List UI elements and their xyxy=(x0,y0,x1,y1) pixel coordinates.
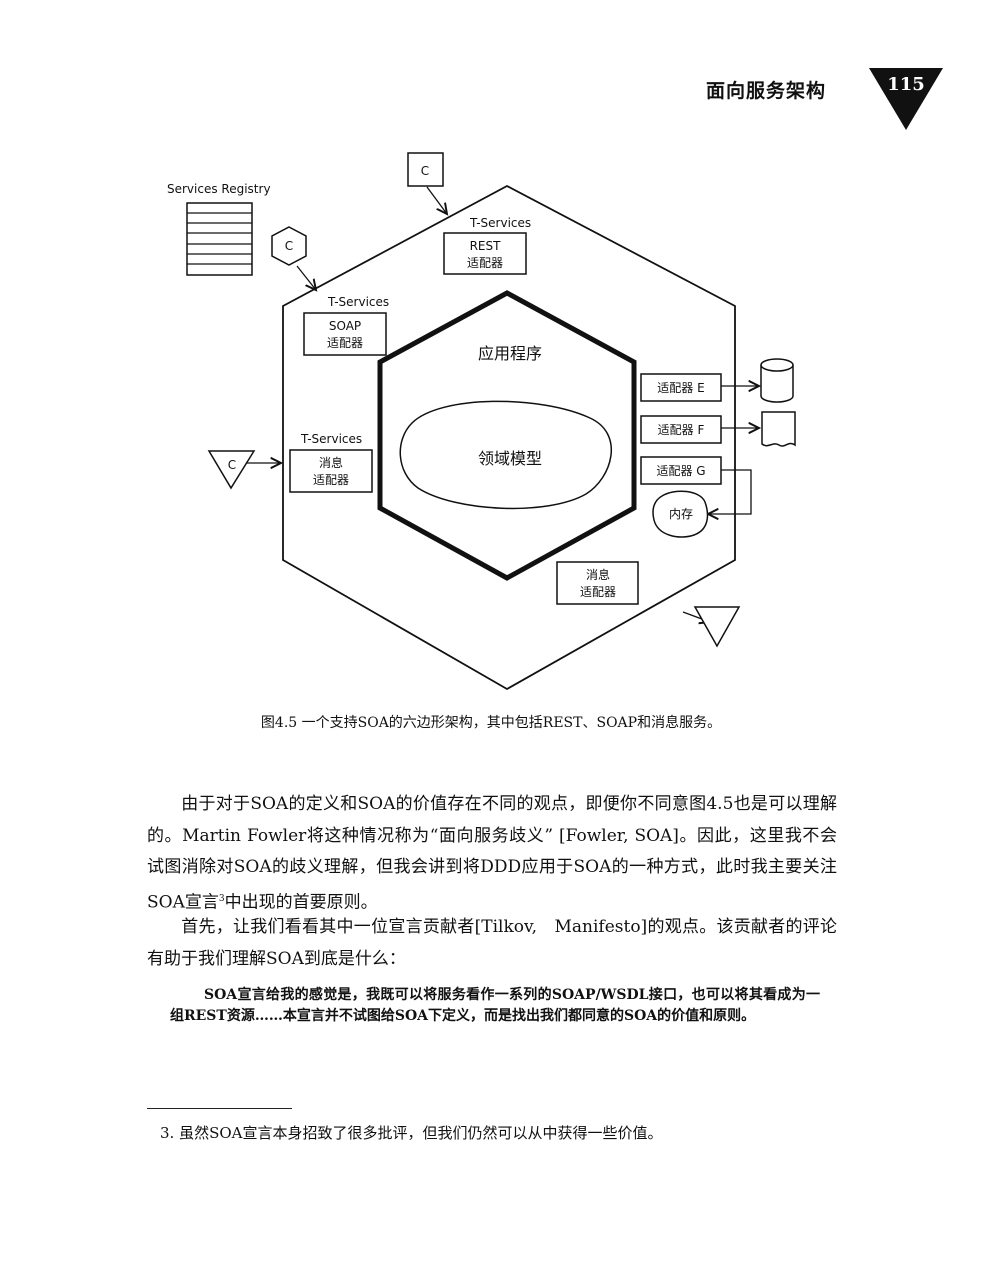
consumer-hexagon-arrow xyxy=(296,265,316,290)
footnote: 3. 虽然SOA宣言本身招致了很多批评，但我们仍然可以从中获得一些价值。 xyxy=(160,1124,663,1142)
message-adapter-box-right xyxy=(556,561,639,605)
outer-hexagon xyxy=(282,184,736,691)
page-badge xyxy=(869,68,943,130)
consumer-square-label: C xyxy=(421,164,429,178)
consumer-square xyxy=(407,152,444,187)
database-icon xyxy=(760,358,794,403)
services-registry-icon xyxy=(186,202,253,276)
tservices-label-soap: T-Services xyxy=(327,295,389,309)
adapter-f-box xyxy=(640,415,722,444)
body-paragraph-1: 由于对于SOA的定义和SOA的价值存在不同的观点，即便你不同意图4.5也是可以理… xyxy=(147,794,837,913)
soap-adapter-label: SOAP xyxy=(329,319,361,333)
memory-blob xyxy=(652,490,709,538)
figure-caption: 图4.5 一个支持SOA的六边形架构，其中包括REST、SOAP和消息服务。 xyxy=(260,715,722,731)
soap-adapter-box xyxy=(303,312,387,356)
consumer-square-arrow xyxy=(426,186,447,214)
rest-adapter-box xyxy=(443,232,527,275)
inner-hexagon xyxy=(377,290,637,581)
consumer-triangle-label: C xyxy=(228,458,236,472)
body-paragraph-2: 首先，让我们看看其中一位宣言贡献者[Tilkov, Manifesto]的观点。… xyxy=(147,917,837,969)
rest-adapter-label: REST xyxy=(470,239,502,253)
memory-label: 内存 xyxy=(669,507,693,521)
message-adapter-right-word: 适配器 xyxy=(580,585,616,599)
footnote-rule xyxy=(147,1108,292,1109)
message-adapter-left-word: 适配器 xyxy=(313,473,349,487)
message-adapter-right-label: 消息 xyxy=(586,567,610,582)
adapter-g-box xyxy=(640,456,722,485)
domain-model-label: 领域模型 xyxy=(478,449,542,468)
adapter-f-label: 适配器 F xyxy=(658,423,705,437)
running-header-title: 面向服务架构 xyxy=(706,80,827,102)
soap-adapter-word: 适配器 xyxy=(327,336,363,350)
footnote-ref[interactable]: 3 xyxy=(218,893,225,904)
consumer-hexagon xyxy=(271,226,307,266)
receiver-triangle xyxy=(693,606,741,648)
adapter-g-label: 适配器 G xyxy=(656,464,705,478)
application-label: 应用程序 xyxy=(478,344,542,363)
tservices-label-rest: T-Services xyxy=(469,216,531,230)
page-number: 115 xyxy=(887,74,925,95)
tservices-label-message: T-Services xyxy=(300,432,362,446)
adapter-e-box xyxy=(640,373,722,402)
message-adapter-left-label: 消息 xyxy=(319,455,343,470)
adapter-g-arrow xyxy=(708,469,752,514)
adapter-e-label: 适配器 E xyxy=(657,381,704,395)
domain-model-blob xyxy=(399,400,613,510)
services-registry-label: Services Registry xyxy=(167,182,271,196)
block-quote: SOA宣言给我的感觉是，我既可以将服务看作一系列的SOAP/WSDL接口，也可以… xyxy=(170,987,820,1024)
document-icon xyxy=(761,411,796,447)
consumer-hexagon-label: C xyxy=(285,239,293,253)
message-adapter-box-left xyxy=(289,449,373,493)
hexagonal-architecture-figure: Services Registry C C C T-Services REST … xyxy=(167,152,796,691)
consumer-triangle xyxy=(207,450,256,490)
rest-adapter-word: 适配器 xyxy=(467,256,503,270)
